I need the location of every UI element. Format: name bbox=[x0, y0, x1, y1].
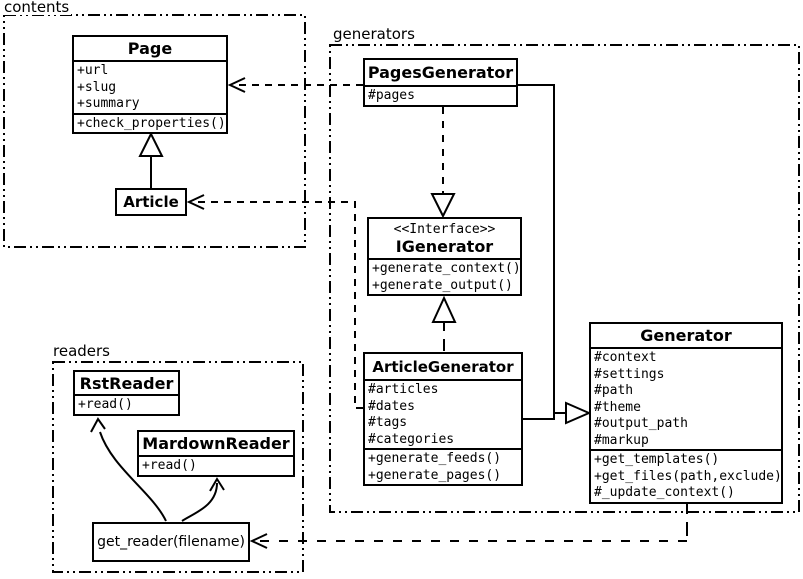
dependency-pagesgenerator-page bbox=[227, 77, 363, 93]
class-attributes: #context #settings #path #theme #output_… bbox=[591, 347, 781, 449]
method-row: +generate_context() bbox=[372, 261, 521, 276]
class-attributes: +url +slug +summary bbox=[74, 60, 226, 113]
class-page: Page +url +slug +summary +check_properti… bbox=[72, 35, 228, 134]
open-arrowhead-icon bbox=[249, 533, 268, 549]
attribute-row: #context bbox=[594, 350, 657, 365]
association-getreader-rstreader bbox=[90, 417, 167, 522]
class-pages-generator: PagesGenerator #pages bbox=[363, 58, 518, 107]
class-igenerator: <<Interface>> IGenerator +generate_conte… bbox=[367, 217, 522, 296]
class-title: ArticleGenerator bbox=[372, 357, 514, 376]
class-rst-reader: RstReader +read() bbox=[73, 370, 180, 416]
class-methods: +generate_context() +generate_output() bbox=[369, 258, 521, 294]
open-arrowhead-icon bbox=[90, 417, 106, 433]
attribute-row: +summary bbox=[77, 96, 140, 111]
package-label-readers: readers bbox=[51, 342, 112, 360]
method-row: +generate_pages() bbox=[368, 467, 502, 483]
class-methods: +get_templates() +get_files(path,exclude… bbox=[591, 449, 782, 502]
realization-pagesgenerator-igenerator bbox=[430, 107, 456, 219]
attribute-row: #settings bbox=[594, 366, 665, 382]
class-title: Article bbox=[123, 193, 179, 211]
attribute-row: #output_path bbox=[594, 416, 688, 431]
generalization-generators-generator bbox=[518, 84, 592, 425]
class-title: <<Interface>> IGenerator bbox=[369, 219, 520, 258]
hollow-triangle-icon bbox=[431, 295, 457, 323]
class-title: MardownReader bbox=[142, 434, 290, 453]
dependency-articlegenerator-article bbox=[186, 194, 363, 409]
hollow-triangle-icon bbox=[430, 193, 456, 219]
open-arrowhead-icon bbox=[209, 477, 225, 492]
class-name: IGenerator bbox=[395, 236, 494, 256]
class-attributes: #articles #dates #tags #categories bbox=[365, 379, 521, 448]
package-label-contents: contents bbox=[2, 0, 72, 16]
method-row: +generate_output() bbox=[372, 277, 513, 293]
attribute-row: +slug bbox=[77, 79, 117, 95]
attribute-row: #theme bbox=[594, 399, 641, 415]
attribute-row: +url bbox=[77, 63, 109, 78]
attribute-row: #markup bbox=[594, 432, 649, 448]
package-label-generators: generators bbox=[331, 25, 417, 43]
attribute-row: #articles bbox=[368, 382, 439, 397]
open-arrowhead-icon bbox=[186, 194, 205, 210]
method-row: +read() bbox=[78, 397, 133, 412]
function-label: get_reader(filename) bbox=[97, 534, 245, 550]
class-generator: Generator #context #settings #path #them… bbox=[589, 322, 783, 504]
hollow-triangle-icon bbox=[138, 131, 164, 157]
method-row: +get_files(path,exclude) bbox=[594, 468, 782, 484]
attribute-row: #dates bbox=[368, 398, 415, 414]
attribute-row: #path bbox=[594, 383, 634, 398]
method-row: +check_properties() bbox=[77, 115, 226, 131]
dependency-generator-getreader bbox=[249, 500, 688, 549]
function-box-get-reader: get_reader(filename) bbox=[92, 522, 250, 562]
realization-articlegenerator-igenerator bbox=[431, 295, 457, 351]
class-methods: +read() bbox=[75, 394, 178, 414]
class-methods: +read() bbox=[139, 455, 293, 475]
attribute-row: #tags bbox=[368, 415, 408, 430]
method-row: +get_templates() bbox=[594, 452, 720, 467]
class-methods: +generate_feeds() +generate_pages() bbox=[365, 448, 521, 484]
class-article-generator: ArticleGenerator #articles #dates #tags … bbox=[363, 352, 523, 486]
hollow-triangle-icon bbox=[565, 401, 592, 425]
package-readers-border bbox=[52, 361, 304, 573]
class-stereotype: <<Interface>> bbox=[393, 221, 496, 237]
class-mardown-reader: MardownReader +read() bbox=[137, 430, 295, 477]
class-methods: +check_properties() bbox=[74, 112, 226, 133]
package-generators-border bbox=[329, 44, 800, 513]
attribute-row: #pages bbox=[368, 88, 415, 103]
class-title: PagesGenerator bbox=[367, 63, 514, 82]
package-contents-border bbox=[3, 14, 306, 248]
generalization-article-page bbox=[138, 131, 164, 188]
association-getreader-mardownreader bbox=[181, 477, 225, 522]
method-row: +generate_feeds() bbox=[368, 451, 502, 466]
method-row: +read() bbox=[142, 458, 197, 473]
method-row: #_update_context() bbox=[594, 485, 735, 500]
class-title: Generator bbox=[640, 326, 732, 345]
attribute-row: #categories bbox=[368, 431, 455, 447]
class-title: Page bbox=[127, 39, 173, 58]
class-article: Article bbox=[115, 188, 187, 216]
class-title: RstReader bbox=[79, 373, 174, 393]
open-arrowhead-icon bbox=[227, 77, 246, 93]
class-attributes: #pages bbox=[365, 85, 516, 105]
